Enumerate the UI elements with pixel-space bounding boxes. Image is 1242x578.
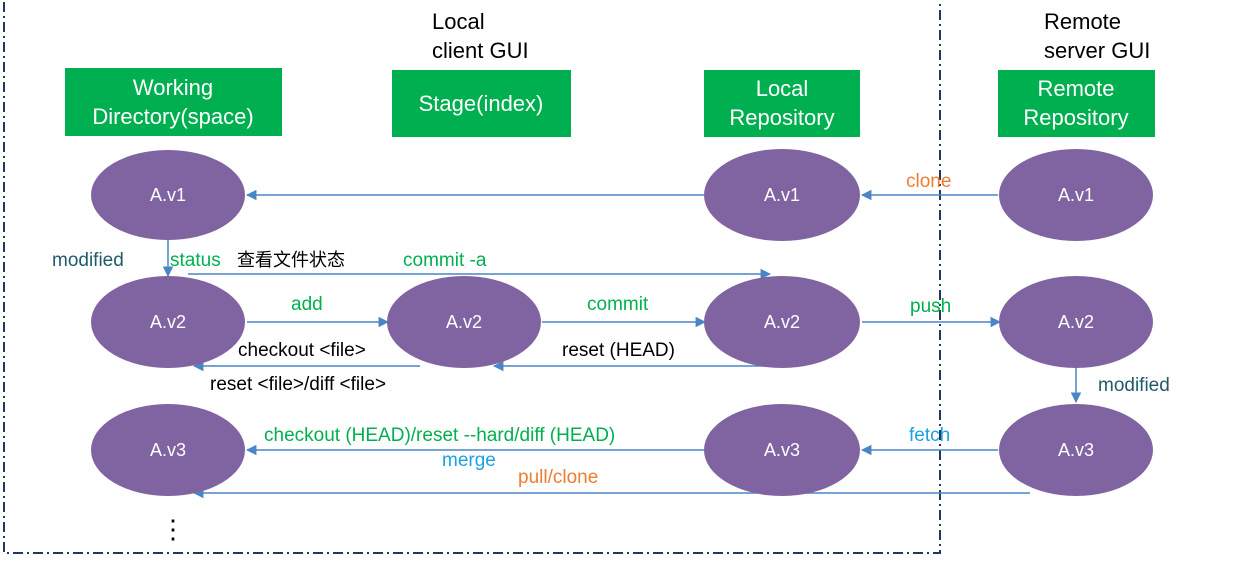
label-pull-clone: pull/clone bbox=[518, 467, 598, 488]
node-wd-v1: A.v1 bbox=[91, 150, 245, 240]
node-label: A.v1 bbox=[1058, 185, 1094, 205]
header-stage: Stage(index) bbox=[392, 70, 571, 137]
node-label: A.v1 bbox=[150, 185, 186, 205]
header-stage-line1: Stage(index) bbox=[419, 91, 544, 116]
node-label: A.v3 bbox=[150, 440, 186, 460]
header-local-repo-line2: Repository bbox=[729, 105, 834, 130]
local-title-line2: client GUI bbox=[432, 38, 529, 63]
ellipsis-more: ⋮ bbox=[160, 514, 186, 544]
header-local-repo-line1: Local bbox=[756, 76, 809, 101]
node-wd-v3: A.v3 bbox=[91, 404, 245, 496]
label-clone: clone bbox=[906, 171, 951, 192]
node-label: A.v2 bbox=[150, 312, 186, 332]
header-working-line2: Directory(space) bbox=[92, 104, 253, 129]
label-add: add bbox=[291, 294, 323, 315]
node-rr-v2: A.v2 bbox=[999, 276, 1153, 368]
label-status-cn: 查看文件状态 bbox=[237, 250, 345, 271]
header-remote-repo-line1: Remote bbox=[1037, 76, 1114, 101]
node-st-v2: A.v2 bbox=[387, 276, 541, 368]
node-lr-v2: A.v2 bbox=[704, 276, 860, 368]
node-label: A.v1 bbox=[764, 185, 800, 205]
node-label: A.v2 bbox=[1058, 312, 1094, 332]
header-working-line1: Working bbox=[133, 75, 213, 100]
local-title-line1: Local bbox=[432, 9, 485, 34]
label-modified-right: modified bbox=[1098, 375, 1170, 396]
node-lr-v1: A.v1 bbox=[704, 149, 860, 241]
header-local-repository: Local Repository bbox=[704, 70, 860, 137]
header-remote-repository: Remote Repository bbox=[998, 70, 1155, 137]
label-reset-head: reset (HEAD) bbox=[562, 340, 675, 361]
label-checkout-file: checkout <file> bbox=[238, 340, 366, 361]
node-wd-v2: A.v2 bbox=[91, 276, 245, 368]
node-label: A.v2 bbox=[446, 312, 482, 332]
label-commit: commit bbox=[587, 294, 649, 315]
node-rr-v1: A.v1 bbox=[999, 149, 1153, 241]
label-commit-a: commit -a bbox=[403, 250, 487, 271]
label-checkout-head: checkout (HEAD)/reset --hard/diff (HEAD) bbox=[264, 425, 615, 446]
label-reset-file: reset <file>/diff <file> bbox=[210, 374, 386, 395]
local-client-frame bbox=[3, 2, 941, 554]
header-working-directory: Working Directory(space) bbox=[65, 68, 282, 136]
header-remote-repo-line2: Repository bbox=[1023, 105, 1128, 130]
label-fetch: fetch bbox=[909, 425, 950, 446]
label-status: status bbox=[170, 250, 221, 271]
node-label: A.v3 bbox=[1058, 440, 1094, 460]
node-label: A.v3 bbox=[764, 440, 800, 460]
node-rr-v3: A.v3 bbox=[999, 404, 1153, 496]
label-modified-left: modified bbox=[52, 250, 124, 271]
label-merge: merge bbox=[442, 450, 496, 471]
node-lr-v3: A.v3 bbox=[704, 404, 860, 496]
label-push: push bbox=[910, 296, 951, 317]
remote-title-line2: server GUI bbox=[1044, 38, 1150, 63]
node-label: A.v2 bbox=[764, 312, 800, 332]
remote-title-line1: Remote bbox=[1044, 9, 1121, 34]
